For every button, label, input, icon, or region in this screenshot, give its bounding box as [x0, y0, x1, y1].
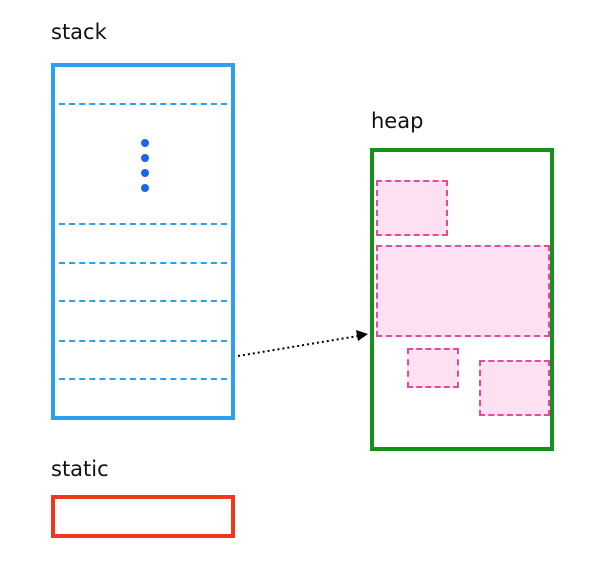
pointer-line — [237, 335, 359, 357]
ellipsis-dot — [141, 184, 149, 192]
stack-frame-divider — [59, 103, 227, 105]
stack-label: stack — [51, 20, 107, 44]
static-region — [51, 495, 235, 538]
static-label: static — [51, 457, 109, 481]
ellipsis-dot — [141, 169, 149, 177]
heap-label: heap — [371, 109, 424, 133]
heap-block — [376, 245, 550, 337]
stack-frame-divider — [59, 262, 227, 264]
pointer-arrowhead — [356, 330, 368, 341]
ellipsis-dot — [141, 154, 149, 162]
stack-frame-divider — [59, 378, 227, 380]
stack-region — [51, 63, 235, 420]
ellipsis-dot — [141, 139, 149, 147]
stack-frame-divider — [59, 223, 227, 225]
heap-block — [479, 360, 550, 416]
heap-block — [376, 180, 448, 236]
heap-block — [407, 348, 459, 388]
stack-frame-divider — [59, 300, 227, 302]
stack-frame-divider — [59, 340, 227, 342]
heap-region — [370, 148, 554, 451]
